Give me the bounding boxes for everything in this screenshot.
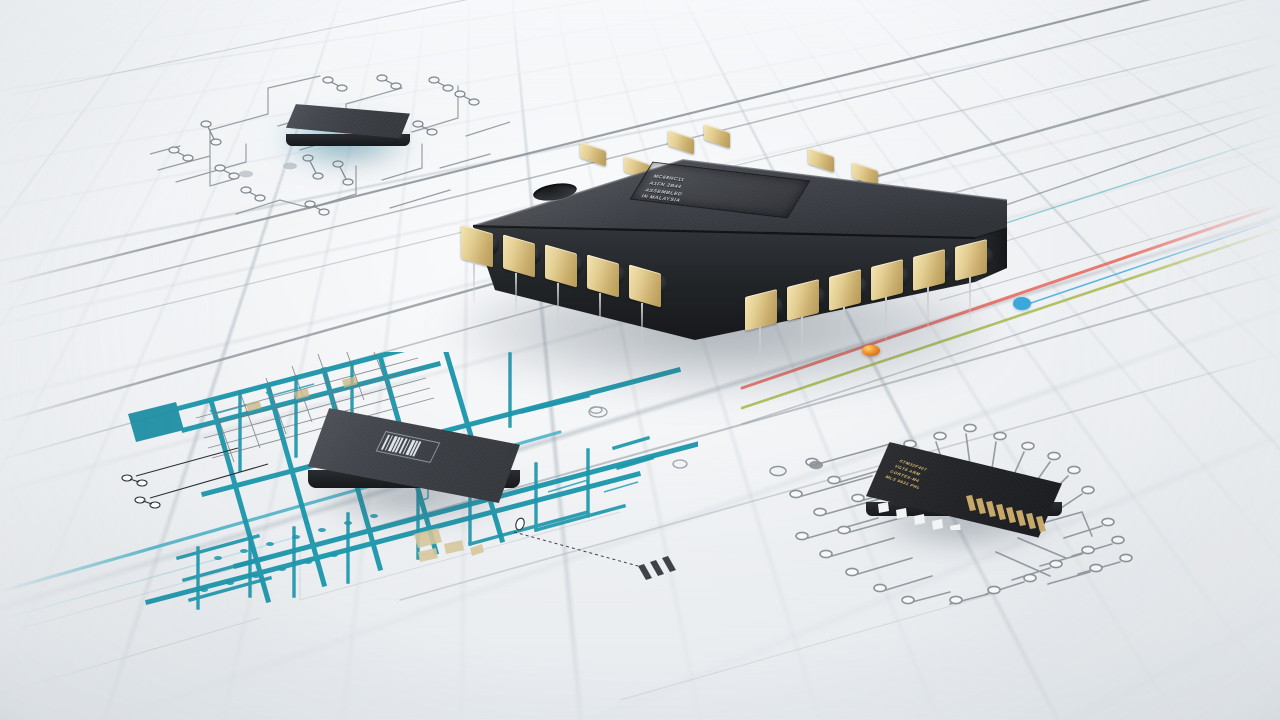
teal-pad-dots <box>200 514 378 592</box>
main-chip-front-pins <box>455 220 1015 373</box>
pin-front-3 <box>545 244 583 327</box>
chip-front-face <box>473 226 975 340</box>
teal-pad <box>128 402 184 442</box>
chip-top-face <box>473 160 1007 238</box>
pin-front-4 <box>587 254 625 339</box>
component-symbol <box>214 164 240 180</box>
main-chip-body: MC68HC11 A1FN 2B44 ASSEMBLED IN MALAYSIA <box>455 140 1015 350</box>
component-symbol <box>168 146 194 162</box>
component-symbol <box>412 120 438 136</box>
pin-front-2 <box>503 234 541 315</box>
faint-grid-echo <box>0 511 1001 701</box>
component-symbol <box>304 200 330 216</box>
colored-signal-rails <box>740 203 1280 425</box>
component-symbol <box>200 120 222 146</box>
qfp-chip: STM32F407 VGT6 ARM CORTEX-M4 MLS 9931 PH… <box>866 442 1062 546</box>
component-symbol <box>332 160 354 186</box>
pin-front-8 <box>829 269 867 353</box>
topleft-chip <box>286 104 410 148</box>
pin-front-1 <box>461 224 499 303</box>
component-symbol <box>428 76 454 92</box>
qfp-gold-leads <box>962 486 1066 538</box>
component-symbol <box>454 90 480 106</box>
solder-blob <box>862 345 880 356</box>
pin-front-9 <box>871 259 909 343</box>
schematic-chip <box>308 408 520 516</box>
pin-front-6 <box>745 289 783 373</box>
component-symbol <box>322 76 348 92</box>
component-symbol <box>240 186 266 202</box>
pin-front-10 <box>913 249 951 333</box>
component-symbol <box>376 74 402 90</box>
pin-front-11 <box>955 239 993 323</box>
blue-node-dot <box>1013 297 1031 310</box>
pin-front-5 <box>629 264 667 351</box>
background-pad-rings <box>560 390 740 500</box>
pin-front-7 <box>787 279 825 363</box>
background-pad-ring-single <box>765 462 791 480</box>
